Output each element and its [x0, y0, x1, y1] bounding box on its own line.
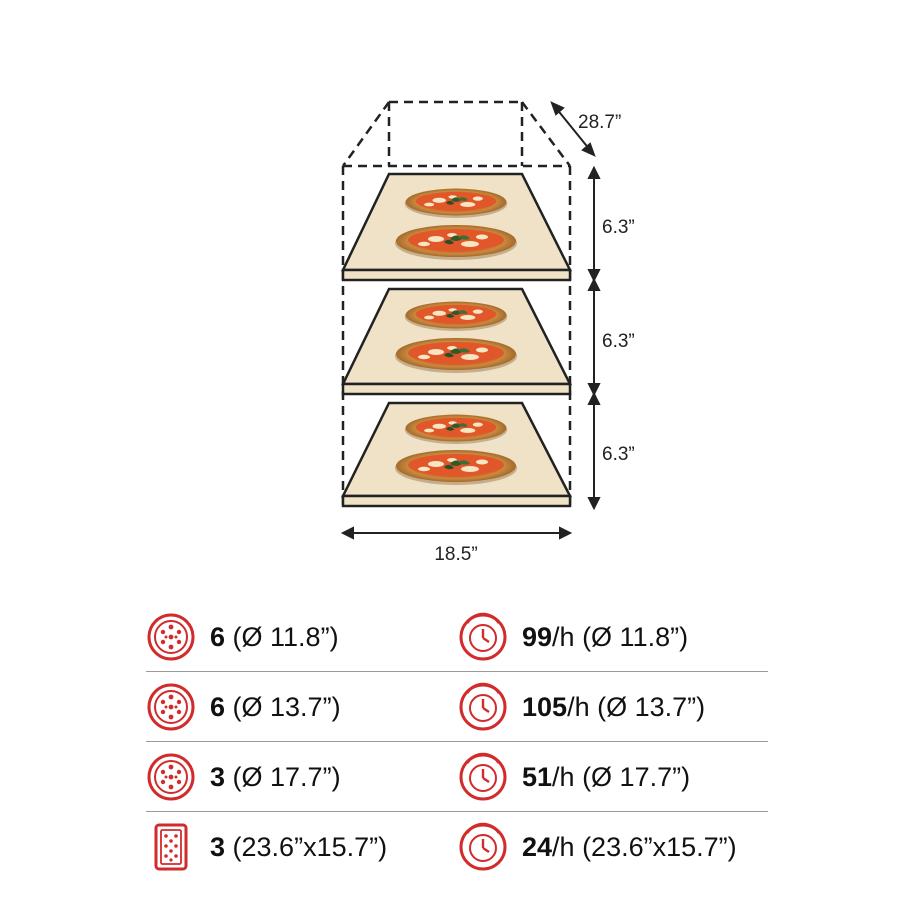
capacity-row: 3 (Ø 17.7”) 51/h (Ø 17.7”) — [146, 742, 768, 812]
height-dimension-arrows — [587, 165, 601, 511]
capacity-label: 6 (Ø 13.7”) — [210, 691, 341, 722]
output-label: 24/h (23.6”x15.7”) — [522, 831, 737, 862]
pizza-image — [404, 414, 508, 444]
timer-icon — [459, 612, 507, 661]
pizza-image — [395, 450, 517, 485]
capacity-row: 3 (23.6”x15.7”) 24/h (23.6”x15.7”) — [146, 812, 768, 882]
deck-height-label: 6.3” — [602, 331, 635, 352]
pizza-image — [404, 188, 508, 218]
hourly-output: 99/h (Ø 11.8”) — [458, 602, 688, 672]
capacity-label: 3 (23.6”x15.7”) — [210, 831, 388, 862]
capacity-row: 6 (Ø 13.7”) 105/h (Ø 13.7”) — [146, 672, 768, 742]
hourly-output: 105/h (Ø 13.7”) — [458, 672, 705, 742]
pizza-deck-1 — [341, 172, 573, 282]
capacity-row: 6 (Ø 11.8”) 99/h (Ø 11.8”) — [146, 602, 768, 672]
pizza-capacity: 6 (Ø 13.7”) — [146, 672, 341, 742]
hourly-output: 24/h (23.6”x15.7”) — [458, 812, 737, 882]
depth-label: 28.7” — [578, 112, 621, 133]
round-pizza-icon — [147, 613, 195, 661]
timer-icon — [459, 682, 507, 731]
oven-wireframe — [341, 100, 572, 508]
oven-diagram: 28.7” 6.3” 6.3” 6.3” 18.5” — [340, 100, 635, 565]
round-pizza-icon — [147, 753, 195, 801]
round-pizza-icon — [147, 683, 195, 731]
deck-height-label: 6.3” — [602, 444, 635, 465]
pizza-image — [404, 301, 508, 331]
output-label: 99/h (Ø 11.8”) — [522, 621, 689, 652]
tray-pizza-icon — [154, 823, 188, 871]
deck-height-label: 6.3” — [602, 217, 635, 238]
pizza-capacity: 3 (Ø 17.7”) — [146, 742, 341, 812]
pizza-image — [395, 225, 517, 260]
width-label: 18.5” — [434, 544, 477, 565]
timer-icon — [459, 752, 507, 801]
output-label: 51/h (Ø 17.7”) — [522, 761, 691, 792]
hourly-output: 51/h (Ø 17.7”) — [458, 742, 690, 812]
capacity-table: 6 (Ø 11.8”) 99/h (Ø 11.8”) 6 (Ø 13.7”) — [0, 600, 912, 912]
pizza-deck-2 — [341, 287, 573, 396]
pizza-capacity: 3 (23.6”x15.7”) — [146, 812, 387, 882]
capacity-label: 3 (Ø 17.7”) — [210, 761, 341, 792]
width-dimension-arrow — [340, 526, 573, 540]
timer-icon — [459, 822, 507, 871]
capacity-label: 6 (Ø 11.8”) — [210, 621, 339, 652]
pizza-capacity: 6 (Ø 11.8”) — [146, 602, 339, 672]
pizza-deck-3 — [340, 401, 573, 508]
pizza-image — [395, 338, 517, 373]
output-label: 105/h (Ø 13.7”) — [522, 691, 706, 722]
depth-dimension-arrow — [550, 101, 596, 157]
